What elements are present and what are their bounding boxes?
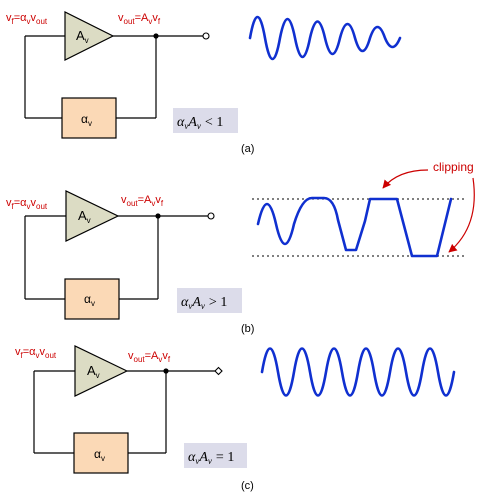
amplifier-label: Av: [78, 208, 91, 225]
feedback-network-box: [73, 432, 129, 474]
amplifier-label: Av: [76, 28, 89, 45]
condition-box: [173, 108, 238, 133]
junction-dot: [155, 213, 161, 219]
panel-b: Av αv vf=αvvout vout=Avvf αvAv> 1 (b) cl…: [6, 160, 475, 335]
output-signal-label: vout=Avvf: [118, 12, 161, 26]
waveform-steady: [260, 347, 456, 397]
output-terminal: [207, 212, 215, 220]
panel-c: Av αv vf=αvvout vout=Avvf αvAv= 1 (c): [15, 345, 456, 492]
amplifier-label-sub: v: [85, 36, 89, 45]
output-signal-label: vout=Avvf: [128, 350, 171, 364]
condition-box: [177, 288, 242, 313]
circuit-b: [24, 215, 208, 300]
waveform-decaying: [248, 15, 402, 61]
feedback-label: αv: [84, 292, 95, 308]
condition-text: αvAv> 1: [181, 295, 227, 311]
circuit-a: [24, 35, 203, 119]
panel-caption: (a): [241, 143, 254, 155]
input-signal-label: vf=αvvout: [6, 197, 48, 211]
panel-a: Av αv vf=αvvout vout=Avvf αvAv< 1 (a): [6, 11, 402, 155]
condition-box: [184, 443, 247, 468]
output-terminal: [202, 32, 210, 40]
waveform-growing-clipped: [256, 196, 453, 258]
output-terminal: [214, 366, 223, 376]
circuit-c: [33, 370, 215, 454]
panel-caption: (b): [241, 323, 254, 335]
feedback-network-box: [61, 97, 117, 139]
clipping-annotation: clipping: [433, 160, 474, 174]
clipping-arrow-lower: [448, 177, 475, 253]
feedback-network-box: [64, 278, 120, 320]
junction-dot: [163, 368, 169, 374]
feedback-label: αv: [94, 447, 105, 463]
amplifier-triangle: [65, 190, 120, 242]
amplifier-triangle: [74, 345, 129, 397]
output-signal-label: vout=Avvf: [121, 194, 164, 208]
input-signal-label: vf=αvvout: [6, 12, 48, 26]
condition-text: αvAv< 1: [177, 115, 223, 131]
amplifier-triangle: [64, 11, 115, 61]
amplifier-label: Av: [87, 363, 100, 380]
condition-text: αvAv= 1: [188, 450, 234, 466]
input-signal-label: vf=αvvout: [15, 346, 57, 360]
feedback-label: αv: [81, 112, 92, 128]
panel-caption: (c): [241, 480, 254, 492]
junction-dot: [153, 33, 159, 39]
clipping-arrow-upper: [382, 169, 429, 189]
